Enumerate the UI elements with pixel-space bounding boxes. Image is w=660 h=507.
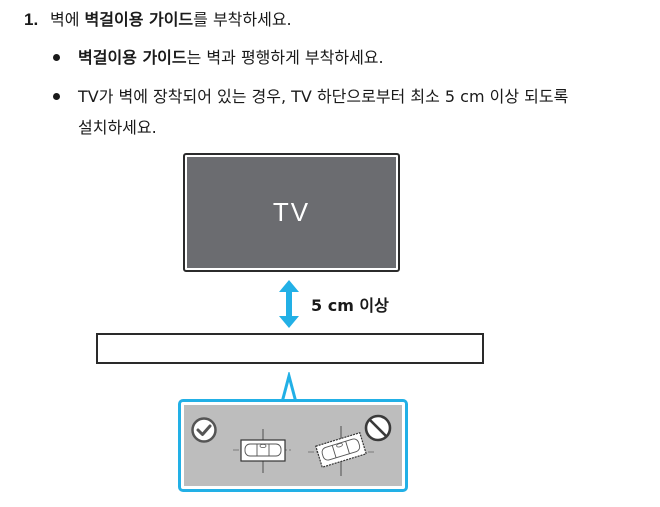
bullet-text: 는 벽과 평행하게 부착하세요. (186, 48, 384, 67)
step-text-prefix: 벽에 (50, 10, 85, 29)
bullet-dot-icon (53, 93, 60, 100)
wall-mount-guide-bar (96, 333, 484, 364)
level-callout (178, 399, 408, 492)
tv-label: TV (272, 197, 311, 227)
callout-panel (184, 405, 402, 486)
step-text-suffix: 를 부착하세요. (193, 10, 292, 29)
tv-screen: TV (187, 157, 396, 268)
step-text-bold: 벽걸이용 가이드 (84, 10, 194, 29)
bullet-dot-icon (53, 54, 60, 61)
level-tilted-icon (308, 426, 374, 476)
bullet-item: TV가 벽에 장착되어 있는 경우, TV 하단으로부터 최소 5 cm 이상 … (53, 81, 653, 143)
step-text: 벽에 벽걸이용 가이드를 부착하세요. (50, 8, 292, 32)
prohibited-circle-icon (364, 414, 392, 442)
bullet-item: 벽걸이용 가이드는 벽과 평행하게 부착하세요. (53, 42, 653, 73)
level-horizontal-icon (233, 429, 293, 473)
step-number: 1. (24, 10, 39, 29)
bullet-text-line2: 설치하세요. (78, 118, 157, 137)
gap-label: 5 cm 이상 (311, 296, 389, 315)
tv-illustration: TV (183, 153, 400, 272)
bullet-text: TV가 벽에 장착되어 있는 경우, TV 하단으로부터 최소 5 cm 이상 … (78, 87, 569, 106)
check-circle-icon (191, 417, 217, 443)
bullet-bold: 벽걸이용 가이드 (78, 48, 187, 67)
double-vertical-arrow-icon (279, 280, 299, 328)
bullet-list: 벽걸이용 가이드는 벽과 평행하게 부착하세요. TV가 벽에 장착되어 있는 … (53, 42, 653, 151)
